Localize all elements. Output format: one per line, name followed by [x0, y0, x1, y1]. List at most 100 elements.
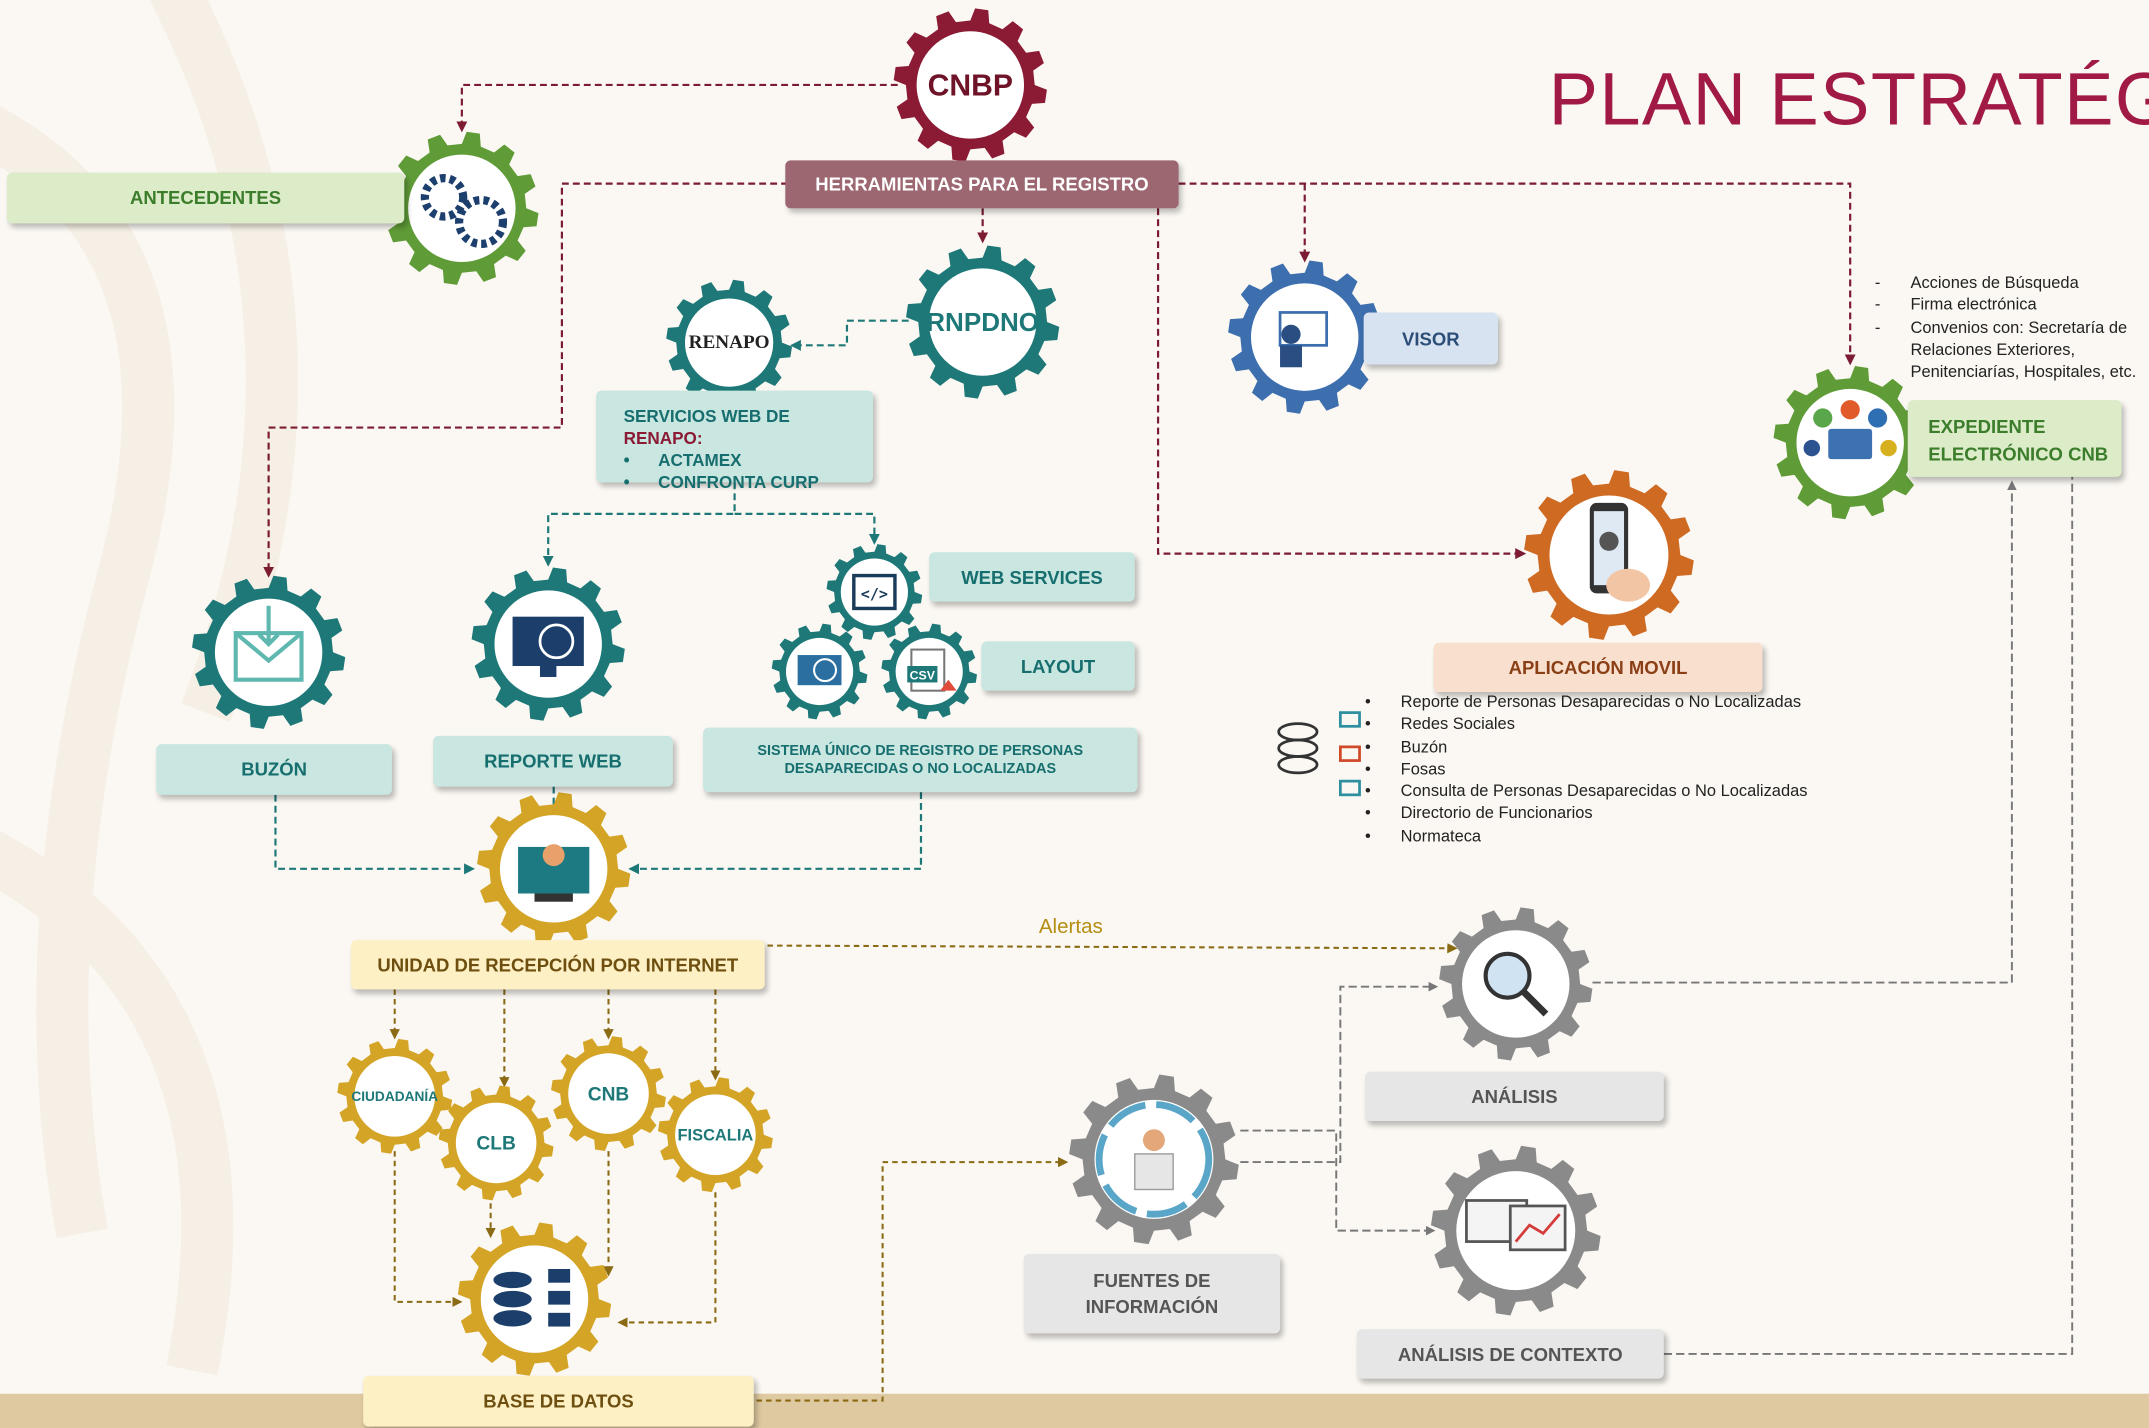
expediente-gear [1773, 366, 1927, 520]
ring-icon [1095, 1101, 1213, 1218]
settings-icon [1880, 439, 1897, 457]
unidad-gear [477, 792, 631, 946]
cnb-gear: CNB [551, 1036, 666, 1151]
presenter-icon [1281, 324, 1301, 344]
clb-gear-text: CLB [476, 1134, 515, 1155]
page-title: PLAN ESTRATÉGIC [1548, 58, 2149, 142]
layout-web-gear [771, 623, 868, 720]
doc-icon [1813, 408, 1833, 428]
users-icon [1803, 439, 1821, 457]
web-services-label: WEB SERVICES [929, 552, 1135, 602]
base-datos-label: BASE DE DATOS [363, 1375, 754, 1427]
cnbp-gear-text: CNBP [928, 70, 1013, 103]
footer-band [0, 1393, 2149, 1428]
sistema-unico-label: SISTEMA ÚNICO DE REGISTRO DE PERSONAS DE… [703, 727, 1138, 793]
aplicacion-movil-label: APLICACIÓN MOVIL [1433, 642, 1763, 693]
note-item-cont: Relaciones Exteriores, [1875, 338, 2136, 360]
server-icon [1338, 711, 1361, 728]
rnpdno-gear: RNPDNO [906, 245, 1060, 399]
web-services-gear: </> [826, 544, 923, 640]
trend-icon [1514, 1213, 1561, 1243]
globe-icon [813, 658, 838, 683]
server-icon [1338, 779, 1361, 797]
grey-connectors [1240, 452, 2074, 1355]
csv-icon: CSV [910, 669, 936, 683]
cog-icon [455, 195, 508, 249]
feature-item: Normateca [1365, 825, 1807, 848]
layout-label: LAYOUT [981, 641, 1135, 691]
server-icon [1338, 745, 1361, 762]
csv-badge-icon [907, 666, 938, 683]
sistema-line1: SISTEMA ÚNICO DE REGISTRO DE PERSONAS [757, 742, 1084, 759]
app-features-list: Reporte de Personas Desaparecidas o No L… [1365, 691, 1807, 848]
fuentes-label: FUENTES DE INFORMACIÓN [1023, 1253, 1281, 1334]
database-icon [1277, 755, 1319, 775]
note-item: Convenios con: Secretaría de [1875, 316, 2136, 339]
servicios-title-renapo: RENAPO: [623, 428, 703, 449]
buzon-gear [192, 575, 346, 729]
antecedentes-label: ANTECEDENTES [6, 172, 405, 224]
magnifier-handle-icon [1521, 989, 1549, 1017]
globe-icon [538, 623, 575, 660]
servicios-item: • CONFRONTA CURP [623, 472, 819, 492]
contact-icon [1599, 531, 1619, 551]
servicios-title-text: SERVICIOS WEB DE [623, 407, 790, 427]
cnb-gear-text: CNB [588, 1084, 630, 1105]
sistema-line2: DESAPARECIDAS O NO LOCALIZADAS [784, 759, 1057, 777]
database-icon [493, 1310, 532, 1327]
antecedentes-gear [385, 131, 539, 285]
feature-item: Fosas [1365, 758, 1807, 781]
server-icon [548, 1290, 571, 1305]
fuentes-line1: FUENTES DE [1093, 1270, 1211, 1291]
visor-label: VISOR [1363, 312, 1498, 365]
envelope-flap-icon [234, 631, 303, 664]
expediente-line2: ELECTRÓNICO CNB [1928, 444, 2109, 465]
fuentes-line2: INFORMACIÓN [1085, 1296, 1219, 1317]
csv-gear: CSV [881, 623, 978, 720]
database-icon [493, 1271, 532, 1289]
note-item-cont: Penitenciarías, Hospitales, etc. [1875, 361, 2136, 383]
code-window-icon [852, 573, 897, 611]
database-list-icon [1277, 711, 1361, 797]
database-icon [493, 1290, 532, 1308]
servicios-item-text: CONFRONTA CURP [658, 472, 819, 492]
hand-icon [1606, 568, 1651, 602]
podium-icon [1134, 1153, 1174, 1191]
analisis-contexto-gear [1430, 1145, 1601, 1316]
gold-connectors [389, 943, 1458, 1402]
fiscalia-gear: FISCALIA [657, 1077, 773, 1193]
reporte-web-gear [471, 567, 625, 721]
server-icon [548, 1268, 571, 1283]
speaker-icon [1142, 1129, 1165, 1152]
cog-icon [420, 174, 468, 221]
magnifier-icon [1483, 951, 1532, 1000]
database-icon [1277, 722, 1319, 742]
servicios-renapo-title: SERVICIOS WEB DE RENAPO: [624, 406, 873, 450]
note-text: Relaciones Exteriores, [1910, 339, 2076, 359]
alert-icon [1840, 400, 1860, 420]
database-icon [1277, 738, 1319, 758]
buzon-label: BUZÓN [156, 744, 392, 795]
feature-item: Redes Sociales [1365, 713, 1807, 736]
analisis-gear [1439, 907, 1593, 1061]
feature-item: Reporte de Personas Desaparecidas o No L… [1365, 691, 1807, 714]
person-icon [542, 844, 565, 867]
upload-arrow-icon [940, 679, 957, 691]
server-icon [548, 1312, 571, 1327]
herramientas-label: HERRAMIENTAS PARA EL REGISTRO [785, 160, 1179, 209]
note-text: Penitenciarías, Hospitales, etc. [1910, 362, 2137, 382]
ciudadania-gear-text: CIUDADANÍA [351, 1089, 438, 1104]
expediente-label: EXPEDIENTE ELECTRÓNICO CNB [1907, 400, 2122, 477]
rnpdno-gear-text: RNPDNO [926, 307, 1039, 337]
presenter-body-icon [1280, 345, 1302, 368]
note-item: Acciones de Búsqueda [1875, 271, 2136, 294]
monitor-icon [1828, 428, 1873, 460]
feature-item: Consulta de Personas Desaparecidas o No … [1365, 780, 1807, 803]
maroon-connectors [263, 83, 1856, 578]
base-datos-gear [457, 1222, 612, 1376]
monitor-icon [1508, 1204, 1567, 1252]
unidad-recepcion-label: UNIDAD DE RECEPCIÓN POR INTERNET [350, 940, 765, 990]
download-arrow-icon [257, 605, 280, 647]
